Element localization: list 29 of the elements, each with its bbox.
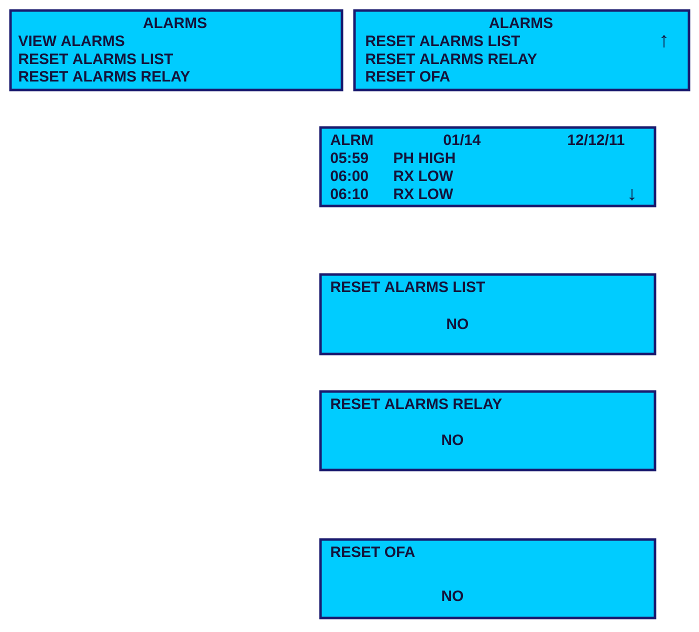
menu-item: RESET ALARMS LIST — [366, 36, 520, 46]
screen-title: ALARMS — [143, 18, 206, 28]
screen-title: ALRM — [330, 134, 372, 145]
display-screen — [319, 126, 656, 208]
alarm-message: RX LOW — [394, 170, 454, 182]
screen-title: RESET ALARMS RELAY — [331, 398, 502, 410]
menu-item: RESET OFA — [366, 71, 450, 82]
alarm-message: RX LOW — [394, 188, 454, 200]
option-value: NO — [442, 590, 464, 602]
menu-item: RESET ALARMS RELAY — [366, 54, 537, 64]
menu-item: RESET ALARMS LIST — [19, 54, 174, 64]
alarm-time: 05:59 — [330, 152, 368, 164]
option-value: NO — [442, 434, 464, 446]
display-screen — [319, 538, 656, 620]
date-text: 12/12/11 — [568, 134, 624, 146]
alarm-message: PH HIGH — [394, 152, 455, 164]
screen-title: RESET ALARMS LIST — [331, 282, 486, 292]
page-counter: 01/14 — [444, 134, 481, 146]
alarm-time: 06:00 — [330, 170, 368, 182]
display-screen — [9, 9, 344, 92]
display-screen — [319, 273, 656, 356]
menu-item: RESET ALARMS RELAY — [19, 71, 190, 82]
alarm-time: 06:10 — [330, 188, 368, 200]
screen-title: ALARMS — [489, 18, 552, 28]
screen-title: RESET OFA — [331, 546, 415, 558]
display-screen — [319, 390, 656, 472]
menu-item: VIEW ALARMS — [18, 36, 124, 46]
option-value: NO — [447, 318, 468, 330]
display-screen — [353, 9, 690, 92]
